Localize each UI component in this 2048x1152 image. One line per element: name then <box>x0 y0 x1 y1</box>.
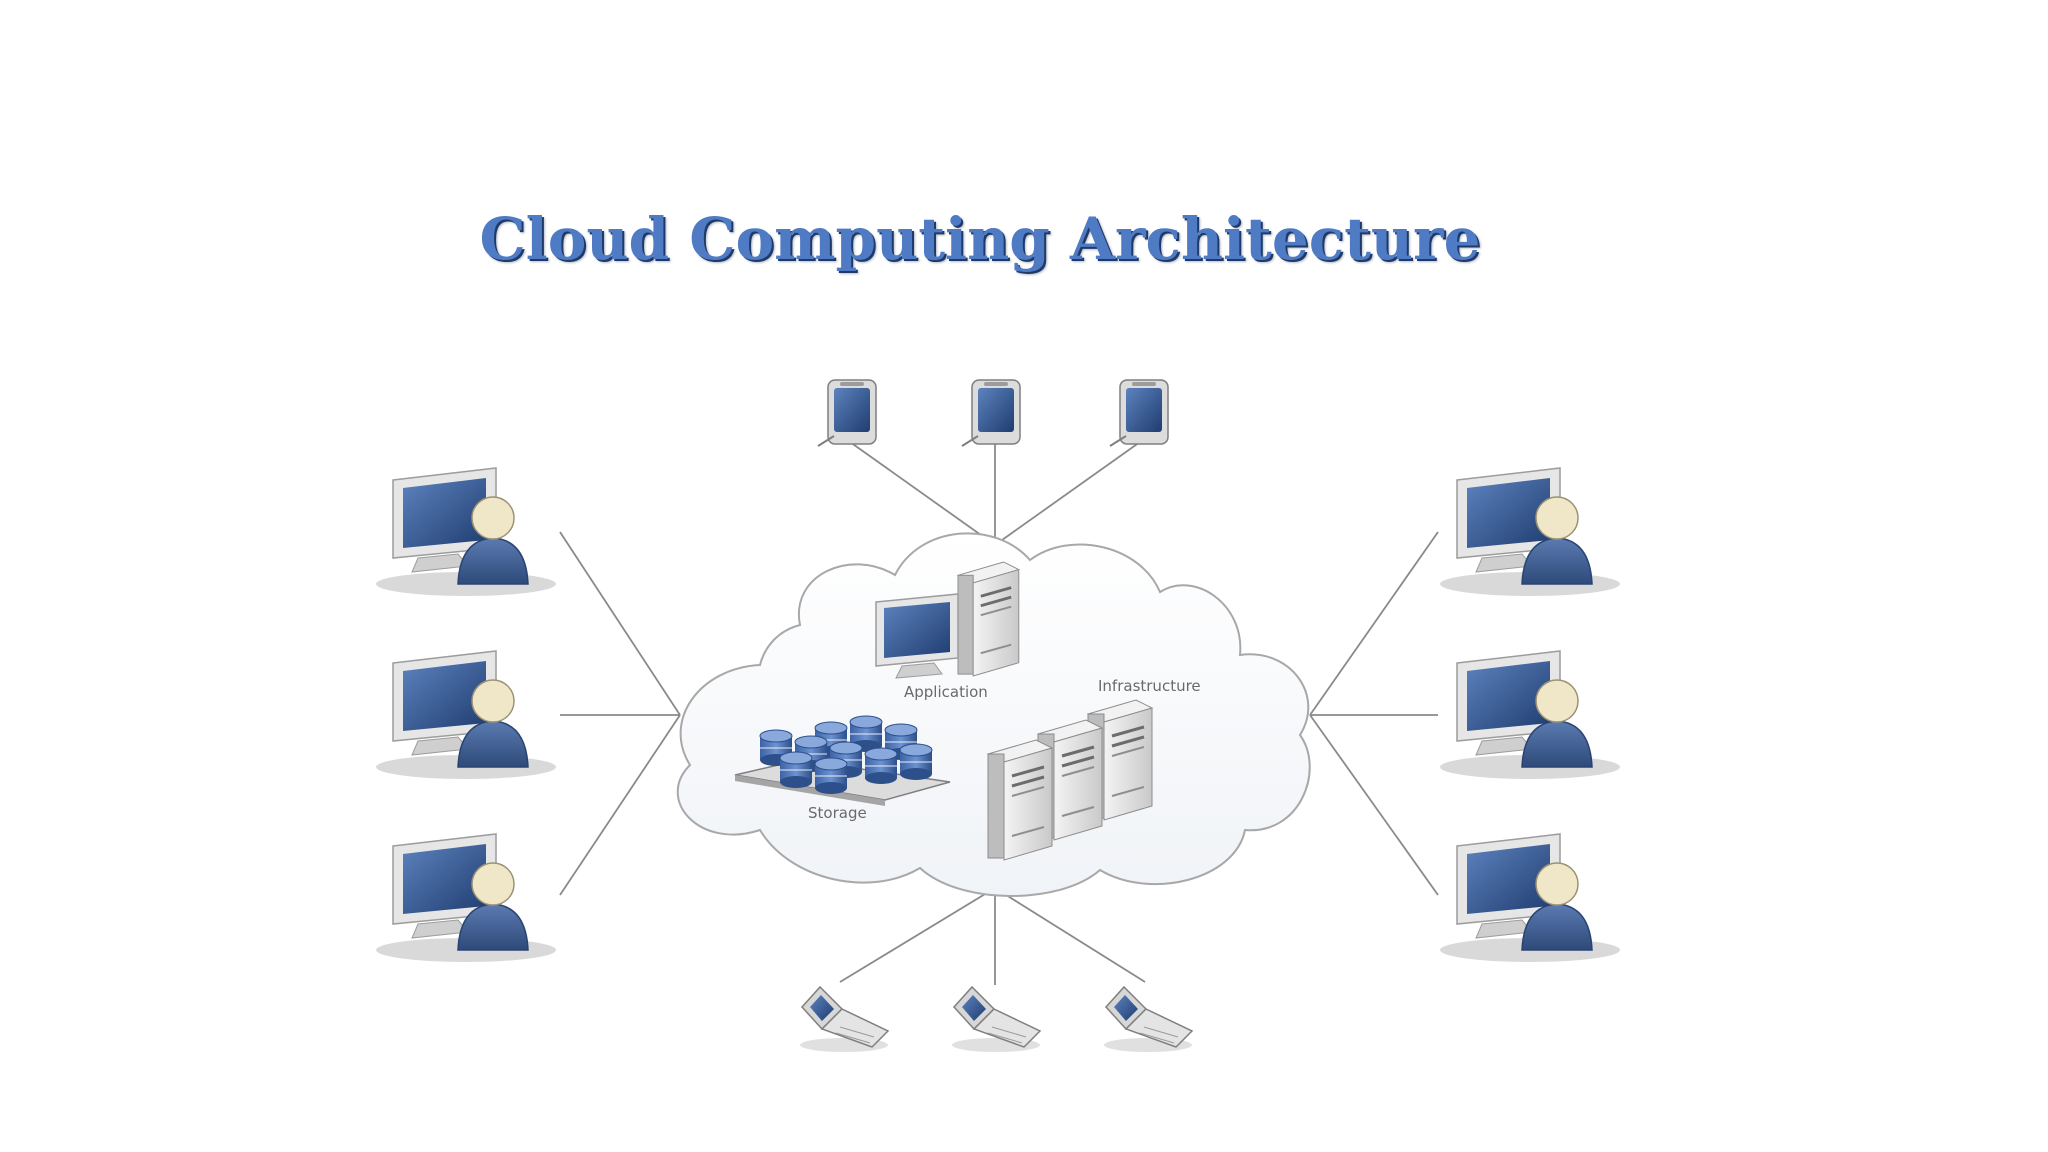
workstation-user-right-3 <box>1439 833 1621 963</box>
pda-device-1 <box>817 379 877 447</box>
link-bottom-left <box>839 887 996 983</box>
workstation-user-left-3 <box>375 833 557 963</box>
application-monitor <box>875 593 959 679</box>
storage-array <box>734 715 951 806</box>
application-label: Application <box>904 683 988 701</box>
application-computer <box>875 560 1021 679</box>
link-right-bottom <box>1309 714 1439 896</box>
workstation-user-right-1 <box>1439 467 1621 597</box>
link-right-top <box>1309 531 1439 716</box>
link-top-left <box>849 441 996 546</box>
connection-lines <box>559 441 1439 985</box>
link-left-top <box>559 531 681 716</box>
mobile-phone-3 <box>1103 986 1193 1053</box>
mobile-phone-1 <box>799 986 889 1053</box>
workstation-user-left-1 <box>375 467 557 597</box>
storage-label: Storage <box>808 804 867 822</box>
pda-device-2 <box>961 379 1021 447</box>
infrastructure-server-1 <box>986 738 1054 862</box>
infrastructure-label: Infrastructure <box>1098 677 1201 695</box>
application-tower <box>956 560 1021 678</box>
workstation-user-left-2 <box>375 650 557 780</box>
link-left-bottom <box>559 714 681 896</box>
mobile-phone-2 <box>951 986 1041 1053</box>
link-top-right <box>994 441 1141 546</box>
workstation-user-right-2 <box>1439 650 1621 780</box>
pda-device-3 <box>1109 379 1169 447</box>
link-bottom-right <box>994 887 1146 983</box>
page-title: Cloud Computing Architecture <box>479 205 1481 273</box>
